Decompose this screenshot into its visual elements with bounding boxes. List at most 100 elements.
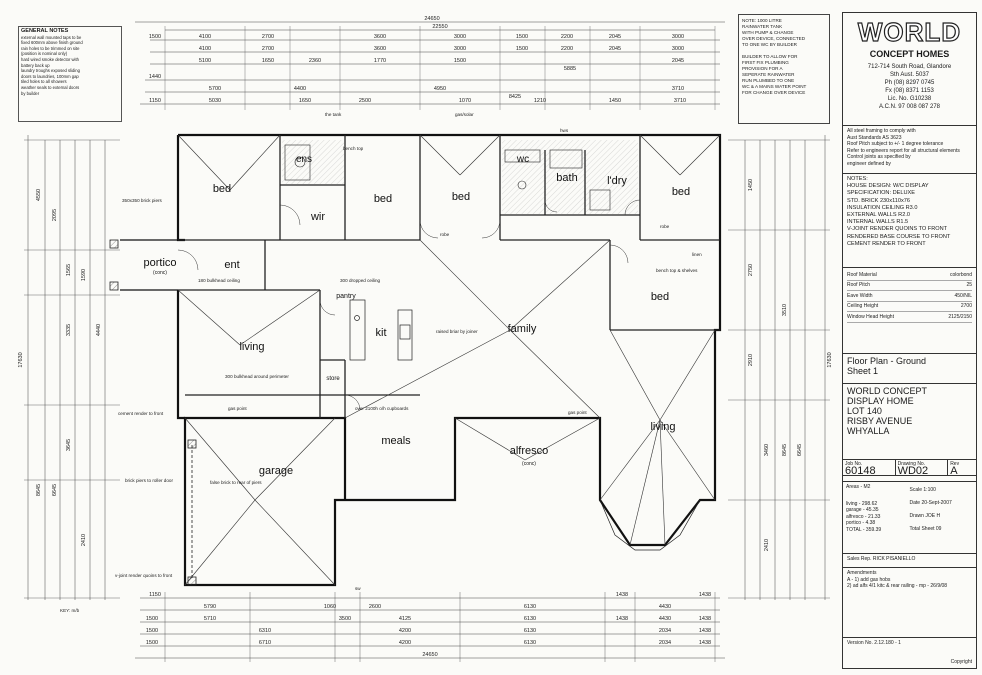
rev-label: Rev bbox=[950, 461, 960, 467]
scale: Scale 1:100 bbox=[909, 487, 936, 493]
room-wir: wir bbox=[310, 211, 325, 223]
dim: 4400 bbox=[294, 86, 306, 92]
address-line: Fx (08) 8371 1153 bbox=[885, 88, 934, 94]
room-bed-4: bed bbox=[672, 186, 690, 198]
note-brick-piers: brick piers to roller door bbox=[125, 478, 173, 483]
general-note-line: external wall mounted taps to be bbox=[21, 34, 82, 40]
address-line: Sth Aust. 5037 bbox=[889, 72, 930, 78]
spec-notes: NOTES: HOUSE DESIGN: W/C DISPLAY SPECIFI… bbox=[843, 173, 976, 265]
note-tank: the tank bbox=[325, 112, 342, 117]
right-dimensions bbox=[728, 135, 830, 600]
dim: 2600 bbox=[369, 604, 381, 610]
note-gas-point-2: gas point bbox=[568, 410, 587, 415]
garage-door bbox=[109, 239, 197, 586]
dim: 1500 bbox=[146, 616, 158, 622]
spec-note-line: INTERNAL WALLS R1.5 bbox=[847, 219, 909, 226]
dim: 1438 bbox=[616, 592, 628, 598]
general-note-line: laundry troughs exposed sliding bbox=[21, 68, 80, 74]
dim: 3600 bbox=[374, 46, 386, 52]
dim: 3000 bbox=[672, 34, 684, 40]
dim: 4430 bbox=[659, 616, 671, 622]
copyright: Copyright bbox=[950, 658, 972, 665]
dim: 1150 bbox=[149, 592, 161, 598]
dim: 2410 bbox=[764, 539, 770, 551]
dim: 6130 bbox=[524, 640, 536, 646]
project-line: WORLD CONCEPT bbox=[847, 386, 928, 396]
dim: 4100 bbox=[199, 34, 211, 40]
company-logo: WORLD bbox=[857, 16, 962, 47]
room-meals: meals bbox=[381, 435, 411, 447]
areas: Areas - M2 living - 298.62 garage - 45.3… bbox=[846, 484, 910, 549]
dim: 2034 bbox=[659, 628, 671, 634]
spec-key: Roof Pitch bbox=[847, 282, 871, 288]
dim: 3500 bbox=[339, 616, 351, 622]
bottom-dimensions bbox=[135, 592, 725, 662]
area-line: garage - 45.35 bbox=[846, 507, 879, 513]
sheet-title-line: Sheet 1 bbox=[847, 366, 879, 376]
project-line: LOT 140 bbox=[847, 406, 882, 416]
dim: 5885 bbox=[564, 66, 576, 72]
note-false-brick: false brick to rear of piers bbox=[210, 480, 262, 485]
company-address: 712-714 South Road, Glandore Sth Aust. 5… bbox=[843, 63, 976, 111]
general-note-line: tiled holes to all showers bbox=[21, 79, 67, 85]
area-line: living - 298.62 bbox=[846, 500, 878, 507]
spec-note-line: STD. BRICK 230x110x76 bbox=[847, 197, 911, 204]
general-note-line: rain holes to be trimmed on site bbox=[21, 45, 80, 51]
spec-key: Ceiling Height bbox=[847, 303, 879, 309]
title-block: WORLD CONCEPT HOMES 712-714 South Road, … bbox=[842, 12, 977, 669]
dim: 5030 bbox=[209, 98, 221, 104]
note-key: KEY: m/b bbox=[60, 608, 80, 613]
dim: 3510 bbox=[782, 304, 788, 316]
note-robe-2: robe bbox=[660, 224, 670, 229]
spec-note-line: SPECIFICATION: DELUXE bbox=[847, 190, 915, 197]
dim: 3000 bbox=[454, 46, 466, 52]
plumb-line: SEPERATE RAINWATER bbox=[742, 72, 795, 77]
spec-value: 2125/2150 bbox=[948, 313, 972, 320]
compliance-notes: All steel framing to comply with Aust St… bbox=[843, 125, 976, 173]
top-dimensions bbox=[135, 21, 725, 110]
dim: 1500 bbox=[146, 628, 158, 634]
spec-note-line: NOTES: bbox=[847, 176, 868, 182]
spec-note-line: CEMENT RENDER TO FRONT bbox=[847, 240, 926, 247]
general-note-line: hard wired smoke detector with bbox=[21, 56, 79, 62]
note-bench-shelves: bench top & shelves bbox=[656, 268, 698, 273]
dim: 6645 bbox=[797, 444, 803, 456]
general-note-line: battery back up bbox=[21, 62, 50, 68]
address-line: Lic. No. G10238 bbox=[887, 96, 932, 102]
room-ens: ens bbox=[296, 154, 312, 165]
area-line: TOTAL - 359.39 bbox=[846, 526, 882, 533]
drawing-number: WD02 bbox=[897, 464, 929, 477]
dim: 8425 bbox=[509, 94, 521, 100]
project-line: RISBY AVENUE bbox=[847, 416, 913, 426]
note-dropped-ceiling: 300 dropped ceiling bbox=[340, 278, 381, 283]
sheet-title-line: Floor Plan - Ground bbox=[847, 356, 927, 366]
dim: 2700 bbox=[262, 46, 274, 52]
amendments-label: Amendments bbox=[847, 570, 877, 576]
spec-value: colorbond bbox=[950, 271, 972, 278]
amendments: Amendments A - 1) add gas hobs 2) ad alf… bbox=[843, 567, 976, 637]
dim: 5100 bbox=[199, 58, 211, 64]
dim: 3600 bbox=[374, 34, 386, 40]
note-gas-point-1: gas point bbox=[228, 406, 247, 411]
version-footer: Version No. 2.12.180 - 1 Copyright bbox=[843, 637, 976, 668]
plumb-line: RUN PLUMBED TO ONE bbox=[742, 78, 795, 83]
spec-note-line: INSULATION CEILING R3.0 bbox=[847, 204, 918, 211]
room-living-1: living bbox=[239, 341, 264, 353]
project-address: WORLD CONCEPT DISPLAY HOME LOT 140 RISBY… bbox=[843, 383, 976, 453]
left-dimensions bbox=[24, 135, 120, 600]
dim: 2910 bbox=[748, 354, 754, 366]
dim: 6310 bbox=[259, 628, 271, 634]
room-family: family bbox=[508, 323, 537, 335]
dim: 1500 bbox=[516, 46, 528, 52]
dim: 2500 bbox=[359, 98, 371, 104]
spec-note-line: RENDERED BASE COURSE TO FRONT bbox=[847, 233, 951, 240]
dim: 1450 bbox=[609, 98, 621, 104]
note-cupboards: over 2100h o/h cupboards bbox=[355, 406, 409, 411]
dim: 3335 bbox=[66, 324, 72, 336]
plumb-line: PROVISION FOR A bbox=[742, 66, 783, 71]
dim: 2045 bbox=[609, 34, 621, 40]
